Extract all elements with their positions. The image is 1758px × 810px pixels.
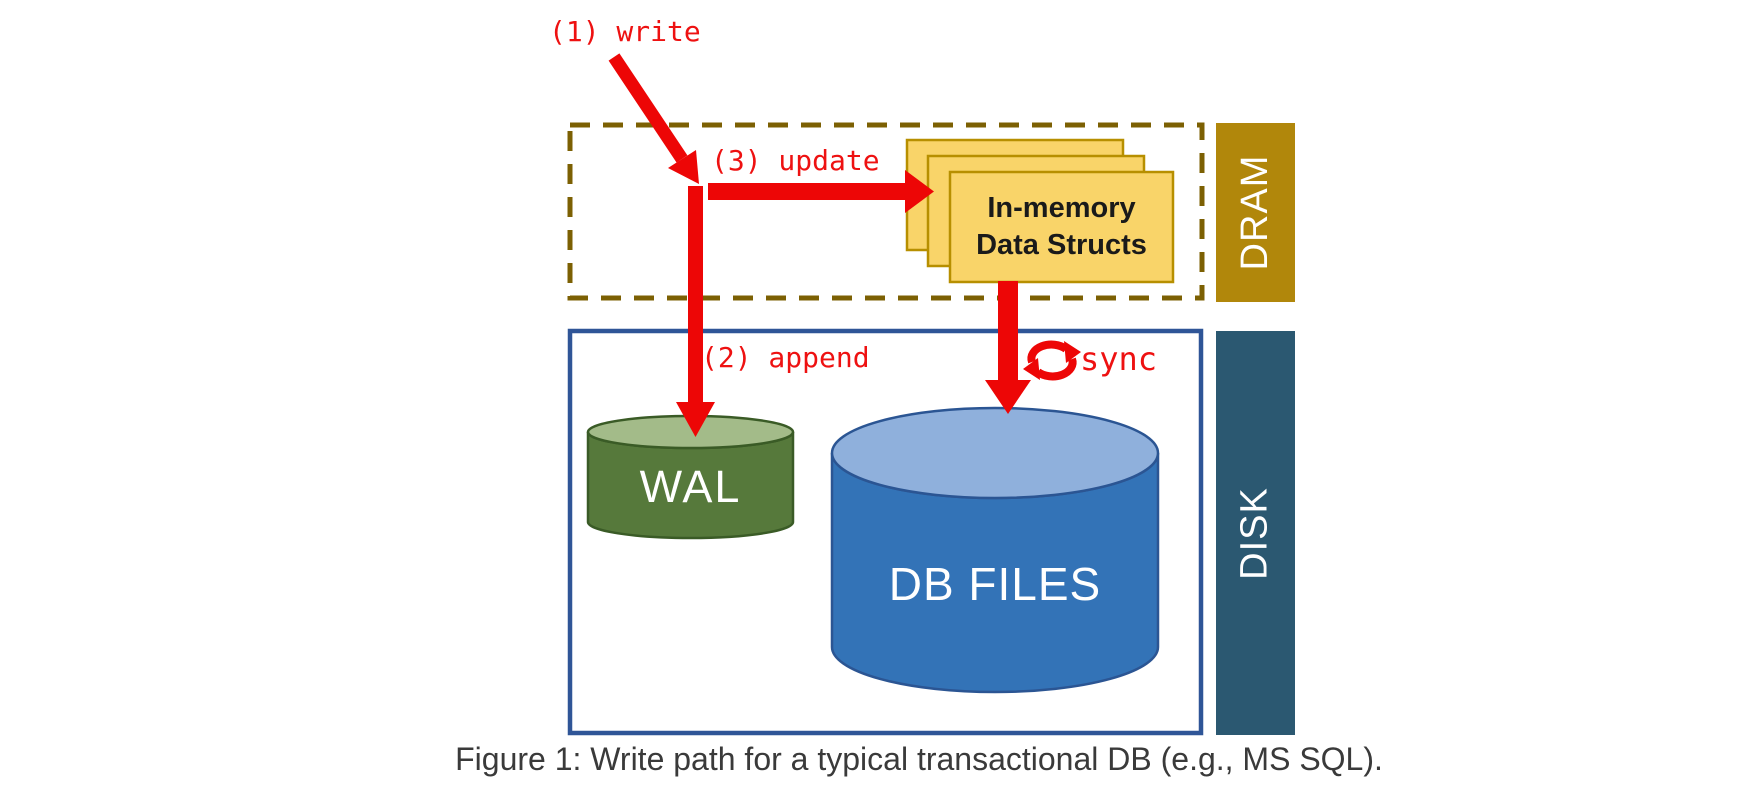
disk-band [1216, 331, 1295, 735]
disk-band-label: DISK [1233, 487, 1276, 580]
update-arrow [708, 170, 934, 213]
sync-cycle-icon [1023, 340, 1081, 381]
dram-band [1216, 123, 1295, 302]
wal-cylinder [586, 414, 795, 540]
sync-arrow [985, 281, 1031, 414]
write-arrow [608, 53, 699, 184]
disk-region-box [567, 328, 1204, 736]
memory-box-label: In-memory Data Structs [950, 172, 1173, 282]
append-arrow [676, 186, 715, 437]
append-step-label: (2) append [701, 341, 870, 374]
sync-step-label: sync [1080, 340, 1158, 378]
figure-caption: Figure 1: Write path for a typical trans… [455, 741, 1383, 777]
memory-card-front [948, 170, 1175, 284]
memory-stack [905, 138, 1175, 284]
update-step-label: (3) update [711, 144, 880, 177]
memory-box-label-line1: In-memory [987, 192, 1136, 224]
write-step-label: (1) write [549, 15, 701, 48]
db-files-cylinder-top [830, 406, 1160, 500]
db-files-cylinder [830, 406, 1160, 694]
dram-region-box [567, 122, 1205, 301]
db-files-label: DB FILES [888, 558, 1102, 610]
wal-label: WAL [639, 461, 742, 512]
dram-band-label: DRAM [1234, 154, 1276, 271]
memory-box-label-line2: Data Structs [976, 229, 1147, 261]
